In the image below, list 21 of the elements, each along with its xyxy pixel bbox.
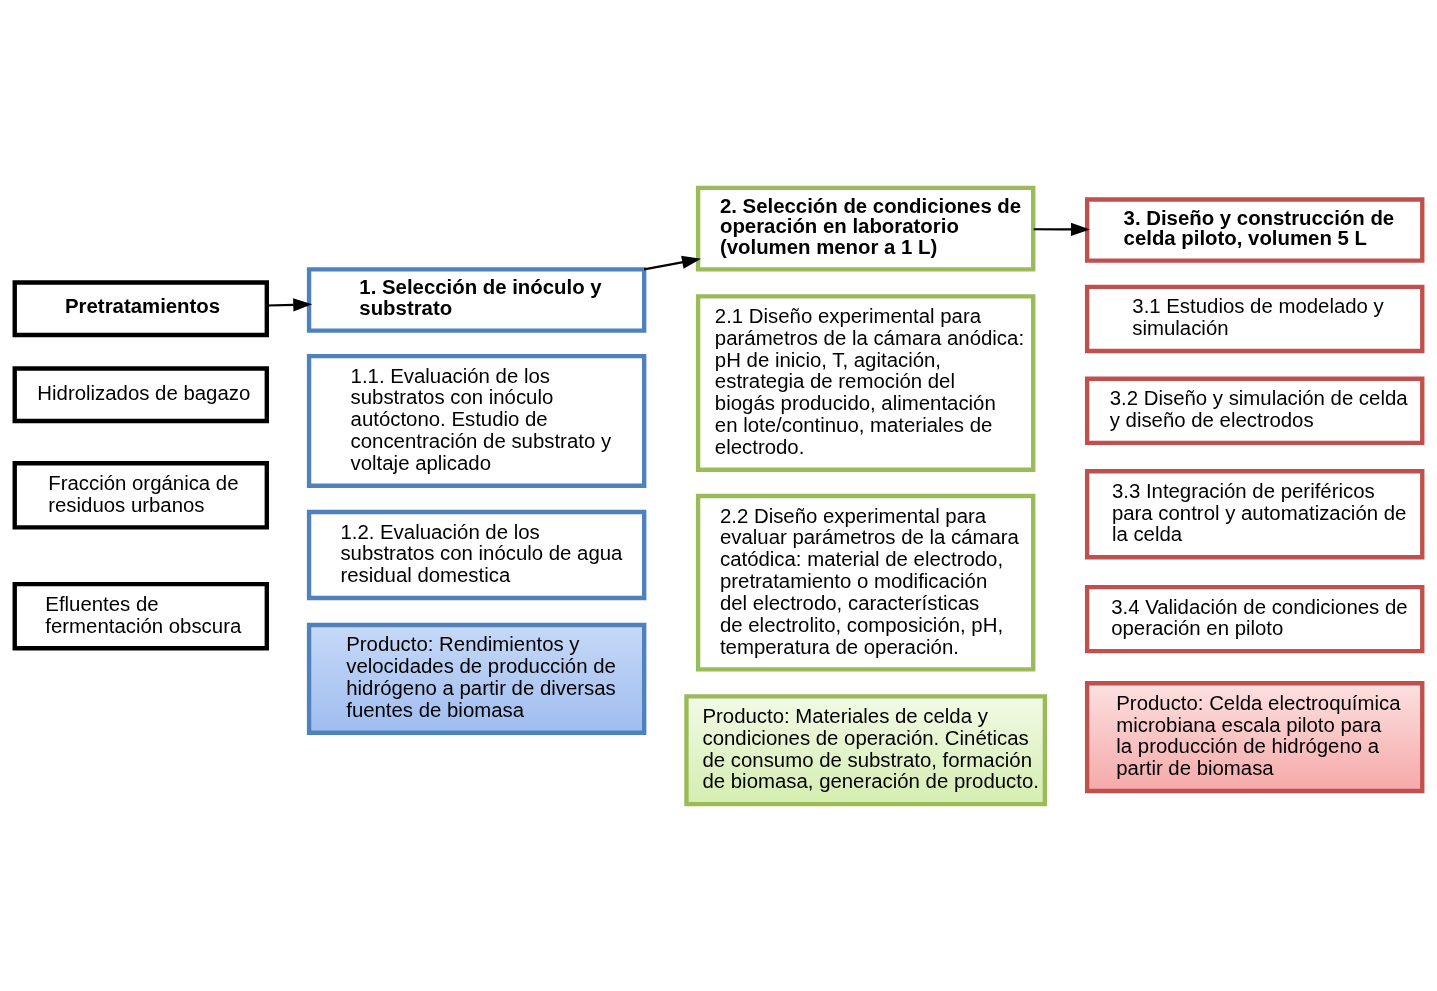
arrow	[267, 297, 313, 311]
node-box: 3.2 Diseño y simulación de celda y diseño de electrodos	[1084, 376, 1425, 445]
node-box: 2.1 Diseño experimental para parámetros de la cámara anódica: pH de inicio, T, agitación, estrategia de remoción del biogás producido, alimentación en lote/continuo, materiales de electrodo.	[695, 293, 1036, 472]
node-box: 1.1. Evaluación de los substratos con inóculo autóctono. Estudio de concentración de substrato y voltaje aplicado	[306, 353, 647, 488]
node-box: 3.1 Estudios de modelado y simulación	[1084, 284, 1425, 353]
node-box: Efluentes de fermentación obscura	[12, 581, 269, 650]
node-box: 2. Selección de condiciones de operación en laboratorio (volumen menor a 1 L)	[695, 185, 1036, 272]
node-box: 1. Selección de inóculo y substrato	[306, 266, 647, 333]
node-box: 2.2 Diseño experimental para evaluar parámetros de la cámara catódica: material de electrodo, pretratamiento o modificación del electrodo, características de electrolito, composición, pH, temperatura de operación.	[695, 493, 1036, 672]
node-box: 3.3 Integración de periféricos para control y automatización de la celda	[1084, 468, 1425, 559]
arrow	[1033, 222, 1090, 236]
arrow	[643, 255, 701, 270]
node-box: 3. Diseño y construcción de celda piloto, volumen 5 L	[1084, 196, 1425, 263]
node-box: 3.4 Validación de condiciones de operación en piloto	[1084, 584, 1425, 653]
node-box: Hidrolizados de bagazo	[12, 365, 269, 423]
node-box: Producto: Materiales de celda y condiciones de operación. Cinéticas de consumo de substrato, formación de biomasa, generación de producto.	[684, 693, 1048, 806]
node-box: Fracción orgánica de residuos urbanos	[12, 460, 269, 529]
node-box: Pretratamientos	[12, 279, 269, 337]
node-box: 1.2. Evaluación de los substratos con inóculo de agua residual domestica	[306, 509, 647, 600]
node-box: Producto: Celda electroquímica microbiana escala piloto para la producción de hidrógeno a partir de biomasa	[1084, 680, 1425, 793]
node-box: Producto: Rendimientos y velocidades de producción de hidrógeno a partir de diversas fuentes de biomasa	[306, 622, 647, 735]
